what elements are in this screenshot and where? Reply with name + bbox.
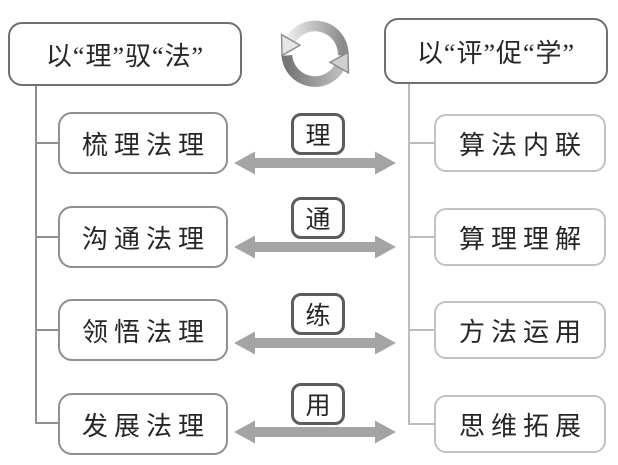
right-tree-stub-2	[408, 236, 434, 238]
left-tree-vertical-line	[35, 86, 37, 424]
left-item-box-3: 领悟法理	[58, 299, 228, 361]
cycle-top-arrowhead	[280, 33, 302, 57]
right-item-box-2: 算理理解	[434, 208, 606, 266]
cycle-bottom-arc	[281, 54, 344, 87]
link-label-1: 理	[305, 123, 331, 150]
link-label-3: 练	[305, 303, 331, 330]
right-item-label-1: 算法内联	[458, 130, 587, 160]
link-box-1: 理	[291, 113, 345, 155]
right-item-box-4: 思维拓展	[434, 395, 606, 453]
left-item-box-4: 发展法理	[58, 393, 228, 455]
right-header-box: 以“评”促“学”	[384, 18, 608, 84]
right-tree-stub-1	[408, 142, 434, 144]
cycle-bottom-arrowhead	[328, 51, 350, 75]
right-tree-stub-3	[408, 329, 434, 331]
right-header-label: 以“评”促“学”	[416, 38, 576, 68]
left-tree-stub-4	[35, 422, 58, 424]
left-item-label-4: 发展法理	[81, 411, 210, 441]
left-item-box-2: 沟通法理	[58, 206, 228, 268]
double-headed-arrow-icon-2	[234, 235, 396, 259]
double-headed-arrow-icon-1	[234, 151, 396, 175]
right-item-label-3: 方法运用	[458, 317, 587, 347]
left-item-box-1: 梳理法理	[58, 112, 228, 174]
cycle-top-arc	[286, 20, 349, 56]
double-headed-arrow-icon-4	[234, 420, 396, 444]
left-header-label: 以“理”驭“法”	[45, 41, 205, 71]
link-label-4: 用	[305, 393, 331, 420]
link-box-3: 练	[291, 293, 345, 335]
right-item-box-1: 算法内联	[434, 114, 606, 172]
link-box-4: 用	[291, 383, 345, 425]
left-tree-stub-2	[35, 236, 58, 238]
right-tree-stub-4	[408, 423, 434, 425]
right-item-box-3: 方法运用	[434, 301, 606, 359]
link-label-2: 通	[305, 207, 331, 234]
right-tree-vertical-line	[408, 84, 410, 424]
left-tree-stub-1	[35, 142, 58, 144]
left-tree-stub-3	[35, 329, 58, 331]
link-box-2: 通	[291, 197, 345, 239]
right-item-label-2: 算理理解	[458, 224, 587, 254]
double-headed-arrow-icon-3	[234, 331, 396, 355]
left-item-label-2: 沟通法理	[81, 224, 210, 254]
left-item-label-3: 领悟法理	[81, 317, 210, 347]
left-item-label-1: 梳理法理	[81, 130, 210, 160]
right-item-label-4: 思维拓展	[458, 411, 587, 441]
cycle-arrows-icon	[280, 20, 350, 87]
left-header-box: 以“理”驭“法”	[8, 22, 242, 86]
